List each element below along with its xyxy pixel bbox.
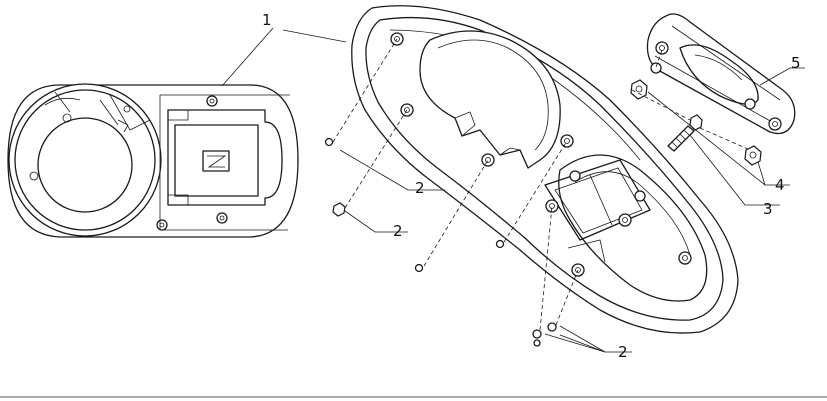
assembled-cover-view [7,83,299,238]
callout-2-lower: 2 [618,343,628,361]
callout-labels: 1 2 2 2 3 4 5 [262,11,801,361]
leader-lines [221,27,805,353]
callout-1: 1 [262,11,272,29]
exploded-cover-view [351,5,739,334]
callout-4: 4 [775,176,785,194]
fastener-bolts [324,137,557,347]
assembly-lines [332,38,751,331]
callout-2-middle: 2 [393,222,403,240]
callout-2-upper: 2 [415,179,425,197]
stud-and-nuts [630,79,762,166]
callout-3: 3 [763,200,773,218]
side-plate-view [646,13,796,135]
callout-5: 5 [791,54,801,72]
